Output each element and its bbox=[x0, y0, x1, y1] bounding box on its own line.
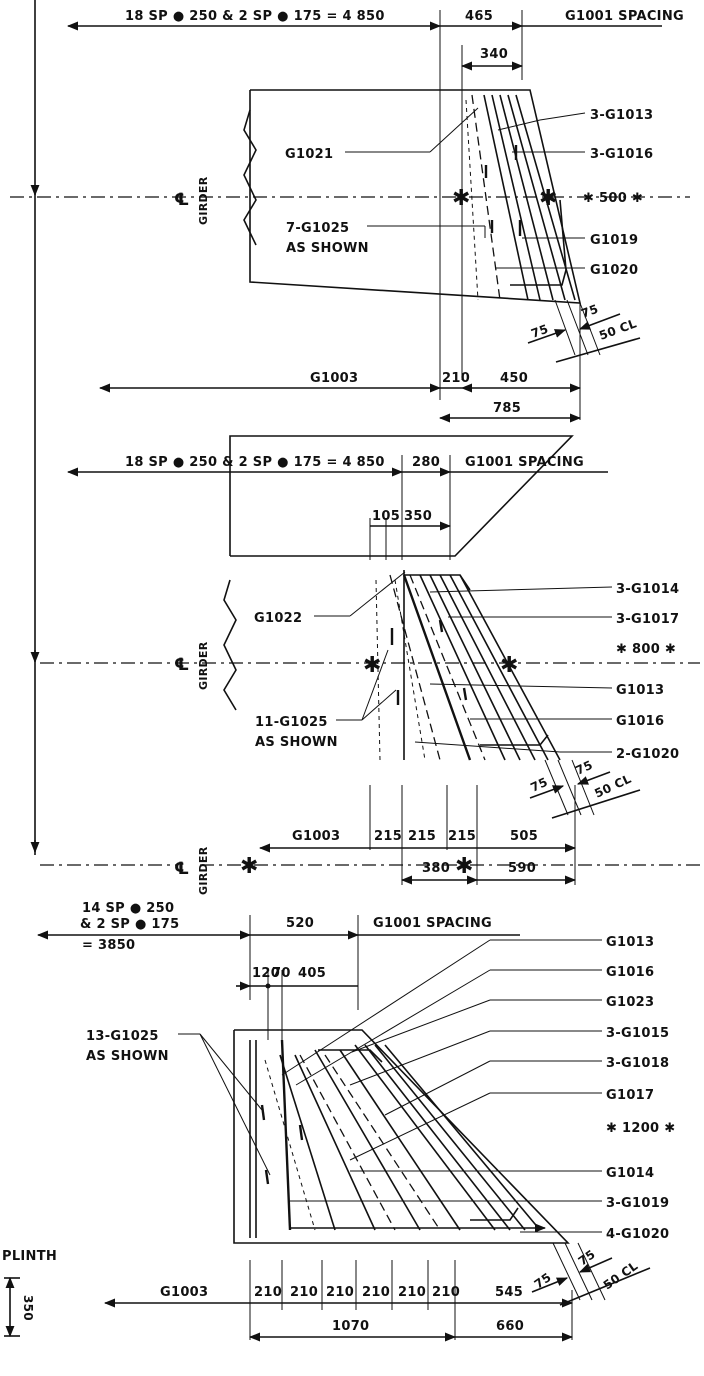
label-g1013-mid: G1013 bbox=[616, 683, 664, 698]
label-g1020: G1020 bbox=[590, 263, 638, 278]
label-11-g1025: 11-G1025 bbox=[255, 715, 328, 730]
dim-210-5: 210 bbox=[398, 1285, 426, 1300]
label-as-shown-mid: AS SHOWN bbox=[255, 735, 338, 750]
label-2-g1020: 2-G1020 bbox=[616, 747, 679, 762]
section-top: 18 SP ● 250 & 2 SP ● 175 = 4 850 465 G10… bbox=[10, 9, 690, 423]
spacing-top-text: 18 SP ● 250 & 2 SP ● 175 = 4 850 bbox=[125, 9, 385, 24]
label-4-g1020: 4-G1020 bbox=[606, 1227, 669, 1242]
dim-210-6: 210 bbox=[432, 1285, 460, 1300]
label-3-g1016: 3-G1016 bbox=[590, 147, 653, 162]
label-3-g1015: 3-G1015 bbox=[606, 1026, 669, 1041]
label-g1022: G1022 bbox=[254, 611, 302, 626]
g1003-bot: G1003 bbox=[160, 1285, 208, 1300]
star-left: ✱ bbox=[452, 186, 471, 211]
dim-120: 120 bbox=[252, 966, 280, 981]
label-g1023: G1023 bbox=[606, 995, 654, 1010]
girder-outline-mid bbox=[229, 435, 574, 557]
label-3-g1018: 3-G1018 bbox=[606, 1056, 669, 1071]
dim-405: 405 bbox=[298, 966, 326, 981]
dim-1070: 1070 bbox=[332, 1319, 369, 1334]
star-right: ✱ bbox=[539, 186, 558, 211]
dim-350: 350 bbox=[404, 509, 432, 524]
dim-505: 505 bbox=[510, 829, 538, 844]
girder-label-bot: GIRDER bbox=[197, 846, 210, 895]
g1001-spacing-mid: G1001 SPACING bbox=[465, 455, 584, 470]
star-left-mid: ✱ bbox=[363, 653, 382, 678]
spacing-bot-l1: 14 SP ● 250 bbox=[82, 901, 174, 916]
girder-label: GIRDER bbox=[197, 176, 210, 225]
label-g1021: G1021 bbox=[285, 147, 333, 162]
label-3-g1017: 3-G1017 bbox=[616, 612, 679, 627]
cover-75a-bot: 75 bbox=[532, 1270, 554, 1291]
g1001-spacing-bot: G1001 SPACING bbox=[373, 916, 492, 931]
label-g1013-bot: G1013 bbox=[606, 935, 654, 950]
label-as-shown-bot: AS SHOWN bbox=[86, 1049, 169, 1064]
star-right-mid: ✱ bbox=[500, 653, 519, 678]
star-left-bot: ✱ bbox=[240, 854, 259, 879]
label-3-g1019: 3-G1019 bbox=[606, 1196, 669, 1211]
label-g1019: G1019 bbox=[590, 233, 638, 248]
spacing-bot-l3: = 3850 bbox=[82, 938, 135, 953]
dim-450-top: 450 bbox=[500, 371, 528, 386]
g1001-spacing: G1001 SPACING bbox=[565, 9, 684, 24]
cl-symbol-bot: ℄ bbox=[174, 859, 190, 879]
dim-210-4: 210 bbox=[362, 1285, 390, 1300]
plinth-label: PLINTH bbox=[2, 1249, 57, 1264]
label-g1016-bot: G1016 bbox=[606, 965, 654, 980]
dim-380: 380 bbox=[422, 861, 450, 876]
dim-105: 105 bbox=[372, 509, 400, 524]
dim-210-top: 210 bbox=[442, 371, 470, 386]
dim-660: 660 bbox=[496, 1319, 524, 1334]
dim-520: 520 bbox=[286, 916, 314, 931]
star-1200: ✱ 1200 ✱ bbox=[606, 1121, 675, 1136]
g1003-top: G1003 bbox=[310, 371, 358, 386]
label-g1017-bot: G1017 bbox=[606, 1088, 654, 1103]
label-g1016-mid: G1016 bbox=[616, 714, 664, 729]
cover-50cl-bot: 50 CL bbox=[601, 1259, 641, 1293]
dim-785: 785 bbox=[493, 401, 521, 416]
dim-215a: 215 bbox=[374, 829, 402, 844]
girder-label-mid: GIRDER bbox=[197, 641, 210, 690]
dim-210-2: 210 bbox=[290, 1285, 318, 1300]
dim-210-3: 210 bbox=[326, 1285, 354, 1300]
cover-75a: 75 bbox=[529, 322, 550, 341]
cover-75a-mid: 75 bbox=[528, 775, 550, 795]
dim-210-1: 210 bbox=[254, 1285, 282, 1300]
dim-590: 590 bbox=[508, 861, 536, 876]
label-g1014-bot: G1014 bbox=[606, 1166, 654, 1181]
star-500: ✱ 500 ✱ bbox=[583, 191, 643, 206]
cl-symbol: ℄ bbox=[174, 190, 190, 210]
label-3-g1014: 3-G1014 bbox=[616, 582, 679, 597]
dim-70: 70 bbox=[272, 966, 291, 981]
plinth-350: 350 bbox=[21, 1295, 35, 1321]
dim-340: 340 bbox=[480, 47, 508, 62]
girder-outline-bot bbox=[233, 1029, 570, 1244]
section-bot: 14 SP ● 250 & 2 SP ● 175 = 3850 520 G100… bbox=[2, 846, 700, 1342]
spacing-mid-text: 18 SP ● 250 & 2 SP ● 175 = 4 850 bbox=[125, 455, 385, 470]
dim-215c: 215 bbox=[448, 829, 476, 844]
star-right-bot: ✱ bbox=[455, 854, 474, 879]
dim-465: 465 bbox=[465, 9, 493, 24]
label-as-shown-top: AS SHOWN bbox=[286, 241, 369, 256]
cover-75b-mid: 75 bbox=[573, 758, 595, 778]
star-800: ✱ 800 ✱ bbox=[616, 642, 676, 657]
section-mid: 18 SP ● 250 & 2 SP ● 175 = 4 850 280 G10… bbox=[40, 435, 700, 885]
spacing-bot-l2: & 2 SP ● 175 bbox=[80, 917, 179, 932]
label-7-g1025: 7-G1025 bbox=[286, 221, 349, 236]
g1003-mid: G1003 bbox=[292, 829, 340, 844]
label-13-g1025: 13-G1025 bbox=[86, 1029, 159, 1044]
label-3-g1013: 3-G1013 bbox=[590, 108, 653, 123]
dim-280: 280 bbox=[412, 455, 440, 470]
cover-75b: 75 bbox=[579, 302, 600, 321]
cl-symbol-mid: ℄ bbox=[174, 655, 190, 675]
dim-545: 545 bbox=[495, 1285, 523, 1300]
dim-215b: 215 bbox=[408, 829, 436, 844]
